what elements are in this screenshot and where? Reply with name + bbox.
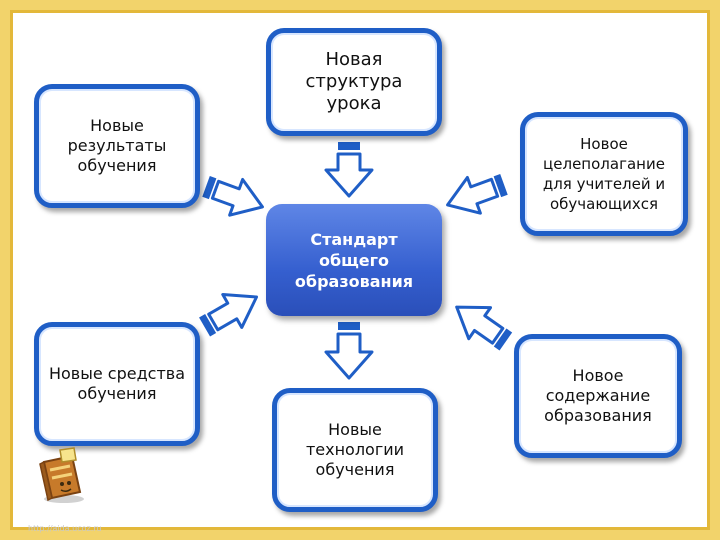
book-icon xyxy=(39,447,84,503)
center-node: Стандарт общего образования xyxy=(266,204,442,316)
slide-frame-inner xyxy=(10,10,710,530)
node-top-label: Новая структура урока xyxy=(305,49,403,114)
center-node-label: Стандарт общего образования xyxy=(294,229,414,291)
watermark: http://aida.ucoz.ru xyxy=(28,524,102,533)
node-bottom-right-label: Новое содержание образования xyxy=(544,366,652,425)
node-bottom: Новые технологии обучения xyxy=(272,388,438,512)
node-bottom-left-label: Новые средства обучения xyxy=(48,364,186,403)
node-top-right-label: Новое целеполагание для учителей и обуча… xyxy=(542,135,666,213)
node-top-right: Новое целеполагание для учителей и обуча… xyxy=(520,112,688,236)
node-bottom-label: Новые технологии обучения xyxy=(305,420,405,479)
node-top-left: Новые результаты обучения xyxy=(34,84,200,208)
node-bottom-left: Новые средства обучения xyxy=(34,322,200,446)
node-bottom-right: Новое содержание образования xyxy=(514,334,682,458)
node-top-left-label: Новые результаты обучения xyxy=(67,116,167,175)
node-top: Новая структура урока xyxy=(266,28,442,136)
